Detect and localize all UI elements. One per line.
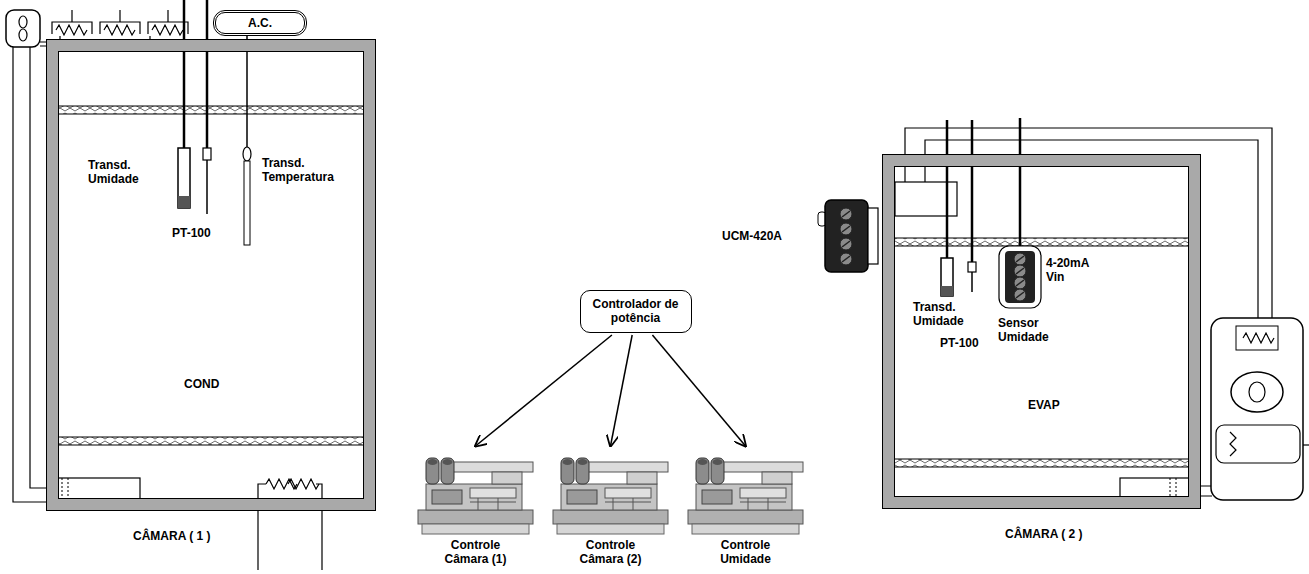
- arrow-connector: [611, 335, 633, 446]
- controller-unit: Controle Umidade: [688, 448, 803, 567]
- ucm-module: [818, 200, 878, 272]
- part-label: 4-20mA Vin: [1046, 256, 1100, 284]
- humidity-transducer: [178, 148, 190, 208]
- pt100-probe: [968, 262, 976, 292]
- temperature-probe: [243, 147, 251, 245]
- node-label: Controlador de potência: [585, 297, 686, 325]
- part-label: UCM-420A: [722, 229, 812, 243]
- chamber-heading: CÂMARA ( 1 ): [133, 529, 211, 543]
- chamber-label: COND: [184, 377, 219, 391]
- part-label: Sensor Umidade: [998, 316, 1060, 344]
- bottom-heater: [258, 479, 322, 570]
- part-label: Transd. Umidade: [88, 158, 150, 186]
- sensor-wires: [947, 118, 1020, 262]
- shelf-band: [894, 238, 1189, 467]
- power-controller: [418, 458, 803, 534]
- node-label: Controle Câmara (2): [570, 538, 651, 566]
- humidifier-unit: [1200, 318, 1309, 500]
- node-label: A.C.: [248, 16, 272, 30]
- arrow-connector: [476, 335, 612, 446]
- arrow-connector: [652, 335, 745, 446]
- pt100-probe: [203, 148, 211, 214]
- controller-unit: Controle Câmara (1): [418, 448, 533, 567]
- chamber-label: EVAP: [1028, 398, 1060, 412]
- node-label: Controle Umidade: [705, 538, 786, 566]
- fan-unit: [6, 10, 40, 47]
- part-label: PT-100: [172, 226, 232, 240]
- part-label: PT-100: [940, 336, 1000, 350]
- part-label: Transd. Temperatura: [262, 156, 357, 184]
- node-label: Controle Câmara (1): [435, 538, 516, 566]
- ac-unit-box: A.C.: [213, 10, 307, 36]
- shelf-band: [58, 106, 364, 445]
- chamber-heading: CÂMARA ( 2 ): [1005, 527, 1083, 541]
- part-label: Transd. Umidade: [913, 300, 979, 328]
- chamber-box: CONDCÂMARA ( 1 ): [47, 40, 375, 510]
- humidity-sensor-module: [999, 246, 1041, 308]
- callout-box: Controlador de potência: [580, 290, 692, 333]
- controller-unit: Controle Câmara (2): [553, 448, 668, 567]
- heater-resistors: [52, 10, 188, 35]
- humidity-transducer: [941, 258, 953, 296]
